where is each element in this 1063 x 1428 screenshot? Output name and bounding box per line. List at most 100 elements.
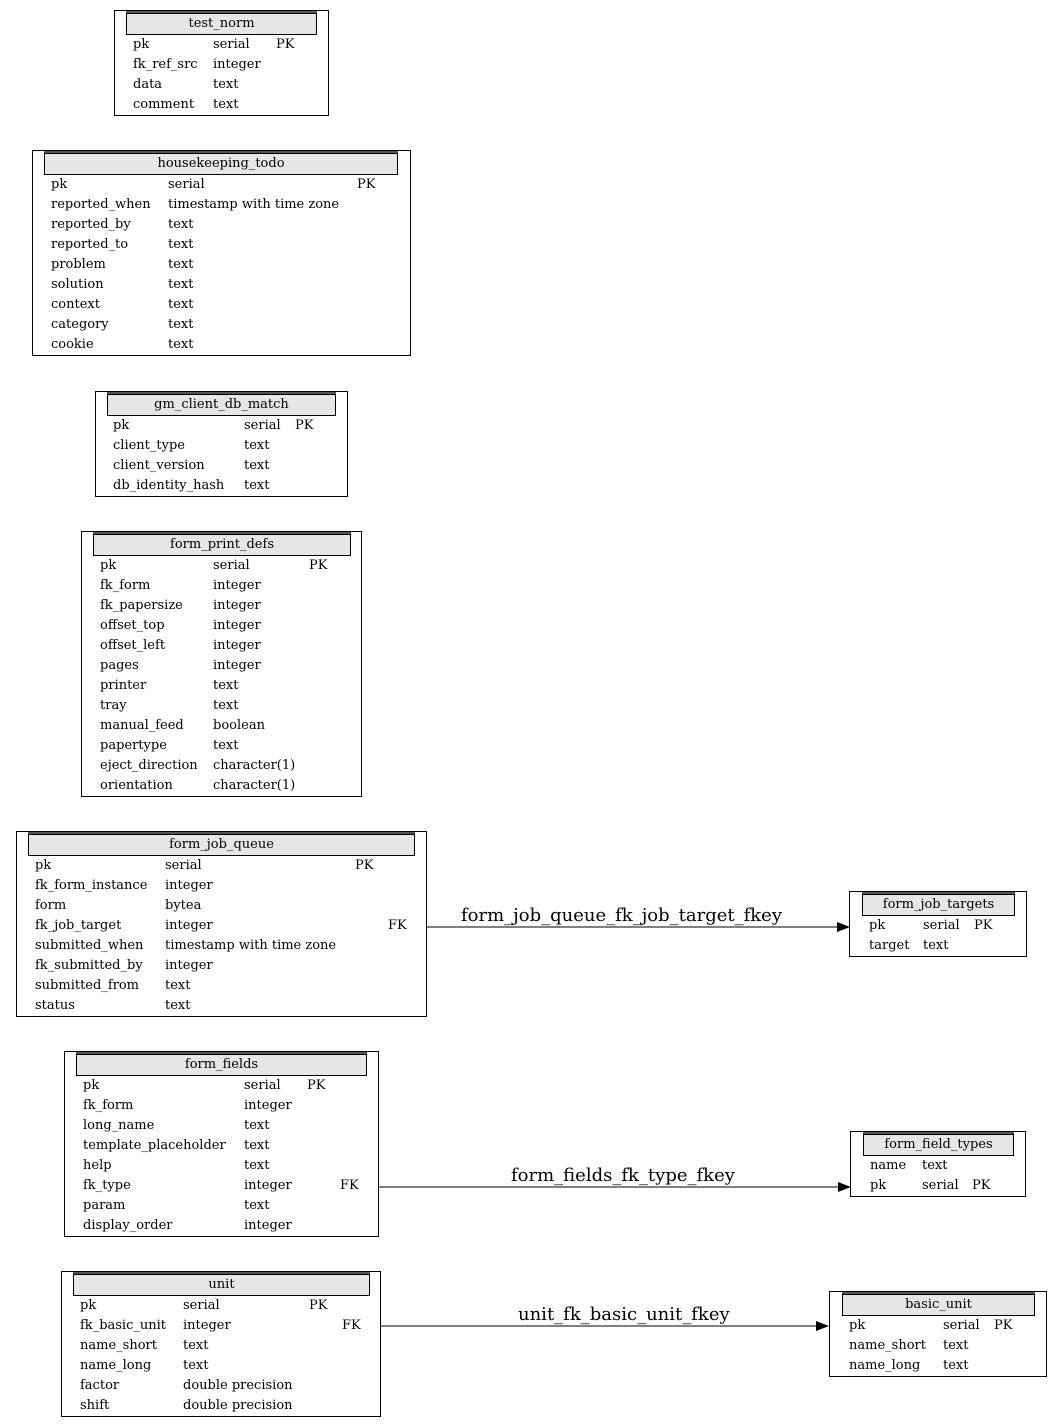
column-name: printer (100, 678, 147, 693)
column-name: help (83, 1158, 112, 1173)
column-name: orientation (100, 778, 173, 793)
column-type: integer (165, 918, 213, 933)
column-key: FK (342, 1318, 361, 1333)
column-name: display_order (83, 1218, 173, 1233)
column-name: client_version (113, 458, 205, 473)
column-key: PK (994, 1318, 1013, 1333)
column-type: text (168, 297, 194, 312)
column-name: factor (80, 1378, 120, 1393)
column-name: fk_basic_unit (80, 1318, 166, 1333)
column-type: boolean (213, 718, 265, 733)
table-title: test_norm (126, 11, 317, 35)
column-type: text (168, 317, 194, 332)
column-type: integer (213, 638, 261, 653)
table-title: form_print_defs (93, 532, 351, 556)
column-type: serial (168, 177, 205, 192)
table-row: client_version text (96, 456, 349, 476)
column-name: comment (133, 97, 195, 112)
column-name: fk_form_instance (35, 878, 148, 893)
column-name: pk (849, 1318, 866, 1333)
column-type: timestamp with time zone (165, 938, 337, 953)
table-title: housekeeping_todo (44, 151, 398, 175)
column-name: fk_form (83, 1098, 134, 1113)
column-type: text (213, 77, 239, 92)
column-key: FK (388, 918, 407, 933)
column-name: param (83, 1198, 126, 1213)
column-type: integer (244, 1098, 292, 1113)
column-name: pk (35, 858, 52, 873)
column-name: cookie (51, 337, 94, 352)
column-name: fk_ref_src (133, 57, 198, 72)
arrowhead-icon (816, 1321, 829, 1331)
column-type: text (244, 458, 270, 473)
column-name: papertype (100, 738, 167, 753)
table-row: papertype text (82, 736, 363, 756)
column-name: status (35, 998, 75, 1013)
column-key: PK (972, 1178, 991, 1193)
column-type: character(1) (213, 758, 296, 773)
column-name: pk (113, 418, 130, 433)
column-type: serial (923, 918, 960, 933)
column-type: text (213, 738, 239, 753)
column-type: text (183, 1338, 209, 1353)
column-name: reported_when (51, 197, 151, 212)
column-type: text (168, 237, 194, 252)
column-name: submitted_when (35, 938, 144, 953)
column-name: fk_form (100, 578, 151, 593)
column-name: solution (51, 277, 104, 292)
table-row: param text (65, 1196, 380, 1216)
column-name: offset_left (100, 638, 166, 653)
column-key: FK (340, 1178, 359, 1193)
column-name: client_type (113, 438, 185, 453)
column-name: target (869, 938, 910, 953)
edge-label-form-fields-fk-type-fkey: form_fields_fk_type_fkey (511, 1165, 735, 1186)
column-name: pk (133, 37, 150, 52)
column-name: pages (100, 658, 139, 673)
column-type: serial (165, 858, 202, 873)
table-title: form_fields (76, 1052, 367, 1076)
column-type: integer (165, 958, 213, 973)
column-type: text (168, 217, 194, 232)
column-type: text (244, 1198, 270, 1213)
column-type: text (244, 1158, 270, 1173)
column-type: bytea (165, 898, 202, 913)
column-type: integer (244, 1218, 292, 1233)
column-type: integer (213, 57, 261, 72)
column-name: long_name (83, 1118, 155, 1133)
column-name: pk (100, 558, 117, 573)
column-type: text (943, 1358, 969, 1373)
column-type: text (244, 1118, 270, 1133)
edge-label-form-job-queue-fk-job-target-fkey: form_job_queue_fk_job_target_fkey (461, 905, 783, 926)
column-name: fk_papersize (100, 598, 183, 613)
column-type: text (244, 478, 270, 493)
table-row: fk_form integer (65, 1096, 380, 1116)
column-key: PK (276, 37, 295, 52)
table-row: display_order integer (65, 1216, 380, 1236)
column-type: integer (244, 1178, 292, 1193)
